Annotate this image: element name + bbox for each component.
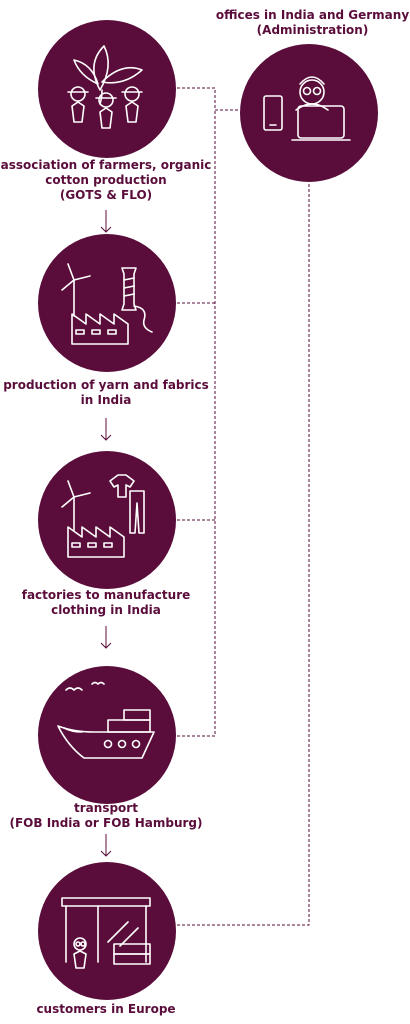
office-desk-icon <box>263 76 351 141</box>
clothing-label: factories to manufacture clothing in Ind… <box>21 588 191 617</box>
clothing-circle <box>38 451 176 589</box>
office-label: offices in India and Germany (Administra… <box>215 8 410 37</box>
shop-icon <box>61 897 151 969</box>
office-circle <box>240 44 378 182</box>
arrow-1 <box>100 210 112 233</box>
yarn-label: production of yarn and fabrics in India <box>3 378 209 407</box>
factory-yarn-icon <box>61 263 153 345</box>
arrow-2 <box>100 418 112 441</box>
farmers-plant-icon <box>67 45 143 129</box>
ship-icon <box>57 681 155 759</box>
arrow-3 <box>100 626 112 649</box>
dashed-link-customers <box>177 177 310 926</box>
farmers-circle <box>38 20 176 158</box>
transport-label: transport (FOB India or FOB Hamburg) <box>9 801 203 830</box>
yarn-circle <box>38 234 176 372</box>
customers-label: customers in Europe <box>36 1002 176 1016</box>
factory-clothing-icon <box>61 474 145 558</box>
farmers-label: association of farmers, organic cotton p… <box>0 158 212 202</box>
customers-circle <box>38 862 176 1000</box>
dashed-link-farmers <box>177 87 240 111</box>
dashed-link-transport <box>177 110 216 737</box>
transport-circle <box>38 666 176 804</box>
arrow-4 <box>100 834 112 857</box>
